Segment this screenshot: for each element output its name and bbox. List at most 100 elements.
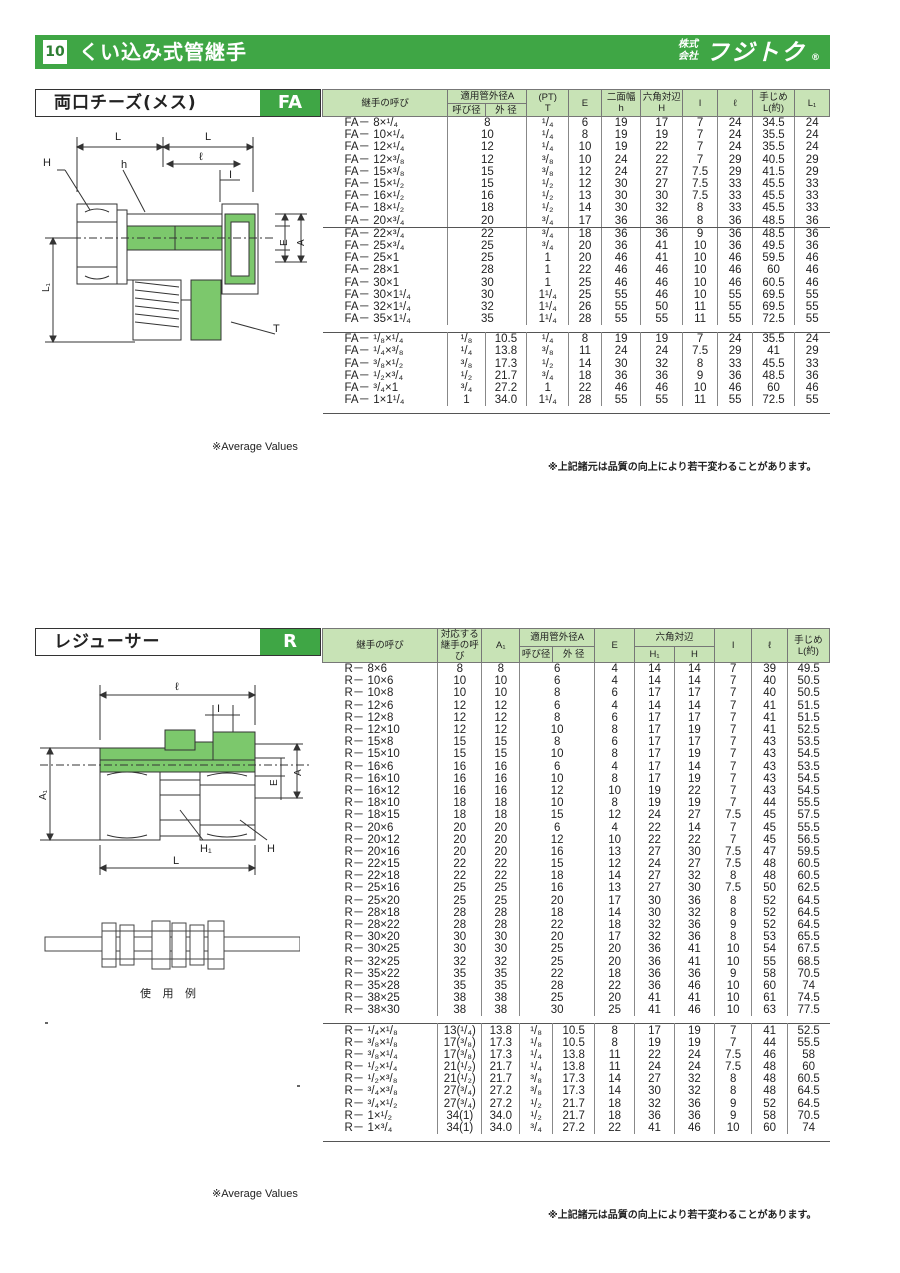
table-cell: 33 [793,357,830,370]
table-cell: 54.5 [786,748,830,761]
table-cell: ³/₄ [526,214,569,228]
table-cell: 20 [481,821,520,834]
table-cell: 32 [674,1085,715,1098]
table-cell: 65.5 [786,931,830,944]
table-cell: 19 [600,116,641,130]
table-cell: 34.0 [481,1109,520,1122]
table-cell: 32 [640,357,683,370]
table-cell: 15 [481,736,520,749]
table-cell: 10 [594,784,635,798]
table-cell: 60 [751,1121,788,1135]
table-cell: 48.5 [752,214,795,228]
company-name: フジトク [706,40,806,66]
company-kk1: 株式 [678,39,698,50]
table-cell: 22 [674,833,715,846]
table-cell: 18 [437,797,482,810]
table-cell: 55 [600,300,641,313]
table-cell: 19 [600,141,641,154]
table-cell: 55 [793,313,830,326]
table-cell: 27 [634,882,675,895]
fa-col-name: 継手の呼び [321,89,449,117]
table-cell: 16 [481,772,520,785]
table-cell: 49.5 [752,239,795,253]
table-cell: 27(³/₄) [437,1097,482,1110]
table-cell: 30 [600,202,641,215]
table-cell: 36 [717,369,753,382]
table-cell: 4 [594,699,635,712]
table-cell: 25 [519,943,595,956]
table-cell: R－ 20×6 [344,821,394,834]
table-cell: 32 [481,955,520,968]
table-cell: 10 [481,687,520,700]
table-cell: FA－ 12×³/₈ [344,153,405,166]
table-cell: 22 [447,227,527,240]
table-cell: 20 [519,931,595,944]
fa-col-pt: (PT)T [526,89,570,117]
table-cell: 8 [682,357,718,370]
table-cell: 17.3 [481,1036,520,1049]
table-cell: R－ 38×25 [344,992,400,1005]
table-cell: 28 [519,979,595,993]
table-cell: 16 [519,845,595,858]
table-cell: 43 [751,736,788,749]
table-cell: 11 [594,1061,635,1074]
table-cell: 27.2 [484,381,527,395]
table-cell: 18 [568,369,602,382]
table-cell: 20 [437,821,482,834]
r-usage-drawing [44,920,300,970]
table-cell: 22 [640,153,683,166]
table-cell: 45 [751,809,788,822]
fa-col-l1: L₁ [793,89,831,117]
fa-col-tube-od: 適用管外径A [447,89,528,104]
table-cell: R－ 15×8 [344,736,394,749]
table-cell: 30 [640,190,683,203]
table-cell: 24 [793,129,830,142]
table-cell: 63 [751,1004,788,1017]
table-cell: 35 [437,979,482,993]
table-cell: 14 [634,699,675,712]
table-cell: 46 [717,252,753,265]
table-cell: 55.5 [786,1036,830,1049]
table-cell: 8 [682,202,718,215]
table-cell: 8 [481,662,520,676]
table-cell: 25 [519,992,595,1005]
table-cell: 11 [568,345,602,358]
table-cell: 51.5 [786,711,830,724]
table-cell: 25 [447,252,527,265]
table-cell: 33 [717,357,753,370]
table-cell: 14 [568,202,602,215]
table-cell: 12 [481,699,520,712]
table-cell: 50 [640,300,683,313]
table-cell: 22 [568,264,602,277]
table-cell: 17 [634,723,675,737]
table-cell: 70.5 [786,967,830,980]
table-cell: 52.5 [786,723,830,737]
table-cell: 61 [751,992,788,1005]
table-cell: 20 [447,214,527,228]
table-cell: 28 [568,313,602,326]
table-cell: 58 [786,1048,830,1061]
table-cell: 25 [568,288,602,301]
table-cell: 48 [751,1085,788,1098]
table-cell: 39 [751,662,788,676]
table-cell: FA－ ¹/₄×³/₈ [344,345,404,358]
table-cell: 12 [568,177,602,191]
r-col-hex: 六角対辺 [634,628,715,647]
table-cell: 22 [481,870,520,883]
page-title: くい込み式管継手 [79,40,247,64]
table-cell: 30 [600,177,641,191]
table-cell: 11 [682,300,718,313]
table-cell: 24 [717,141,753,154]
table-cell: ¹/₂ [526,177,569,191]
table-cell: 20 [568,239,602,253]
table-cell: FA－ 22×³/₄ [344,227,405,240]
table-cell: FA－ 30×1¹/₄ [344,288,411,301]
table-cell: 7 [713,760,752,773]
table-cell: 12 [594,858,635,871]
table-cell: 1¹/₄ [526,288,569,301]
table-cell: 13(¹/₄) [437,1023,482,1037]
table-cell: 48 [751,1061,788,1074]
table-cell: 41 [751,723,788,737]
table-cell: 17(³/₈) [437,1048,482,1061]
